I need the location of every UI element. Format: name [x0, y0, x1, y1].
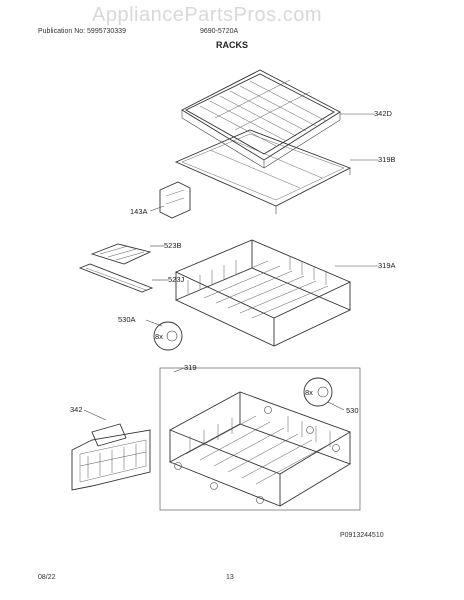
wheel-530A: [166, 330, 178, 342]
lower-rack-319: [159, 367, 361, 511]
callout-530: 530: [346, 406, 359, 415]
page-number: 13: [226, 574, 234, 581]
callout-143A: 143A: [130, 207, 148, 216]
leader-530A: [145, 319, 163, 327]
cutlery-tray-342D: [181, 69, 341, 169]
wheel-530: [317, 386, 329, 398]
cutlery-basket-342: [71, 423, 151, 491]
footer-date: 08/22: [38, 574, 56, 581]
rail-523J: [78, 263, 154, 293]
bracket-143A: [159, 181, 191, 219]
rack-frame-319B: [174, 129, 352, 214]
leader-319: [173, 367, 185, 373]
leader-530: [327, 401, 345, 411]
publication-number: Publication No: 5995730339: [38, 28, 126, 35]
page-title: RACKS: [216, 40, 249, 50]
drawing-id: P0913244510: [340, 532, 384, 539]
callout-8x-lower: 8x: [305, 388, 313, 397]
callout-342D: 342D: [374, 109, 392, 118]
watermark: AppliancePartsPros.com: [92, 4, 322, 26]
callout-319B: 319B: [378, 155, 396, 164]
leader-342: [83, 409, 107, 421]
callout-530A: 530A: [118, 315, 136, 324]
clip-523B: [90, 243, 152, 265]
callout-523J: 523J: [168, 275, 185, 284]
callout-342: 342: [70, 405, 83, 414]
leader-143A: [149, 205, 165, 212]
wheel-detail-530A: [153, 321, 183, 351]
callout-319: 319: [184, 363, 197, 372]
upper-rack-319A: [174, 239, 352, 347]
callout-523B: 523B: [164, 241, 182, 250]
lower-rack-frame-box: [159, 367, 361, 511]
callout-8x-upper: 8x: [155, 332, 163, 341]
model-number: 9690-5720A: [200, 28, 239, 35]
wheel-detail-530: [303, 377, 333, 407]
callout-319A: 319A: [378, 261, 396, 270]
